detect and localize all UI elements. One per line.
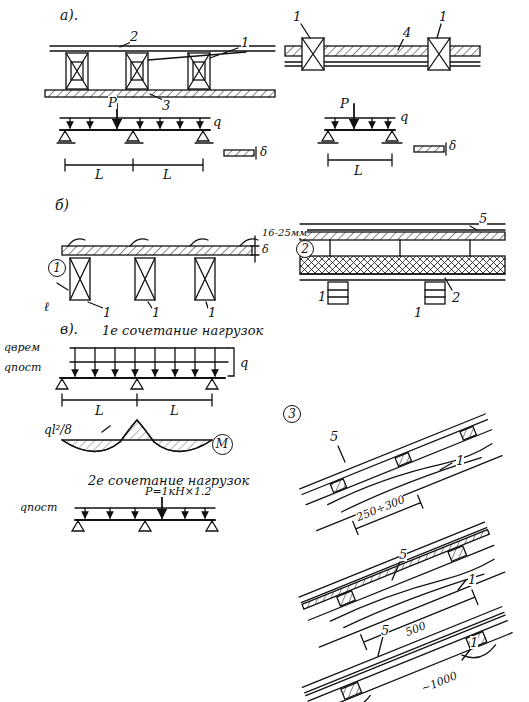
callout-number: 2 xyxy=(301,243,309,255)
drawing-label: L xyxy=(354,164,363,177)
drawing-label: qпост xyxy=(4,362,41,373)
drawing-label: 1 xyxy=(293,10,301,23)
drawing-label: L xyxy=(95,404,104,417)
drawing-label: P xyxy=(108,96,117,109)
drawing-label: 1 xyxy=(414,306,422,319)
drawing-label: а). xyxy=(60,8,78,22)
drawing-label: 1 xyxy=(152,306,160,319)
callout-number: M xyxy=(216,438,228,450)
drawing-label: 5 xyxy=(399,548,407,561)
drawing-label: 2 xyxy=(130,30,138,43)
drawing-label: ql²/8 xyxy=(44,424,72,436)
drawing-label: 1 xyxy=(103,306,111,319)
drawing-label: ℓ xyxy=(44,300,49,313)
drawing-label: 4 xyxy=(403,26,411,39)
circled-callout: 3 xyxy=(283,405,301,423)
drawing-label: 1 xyxy=(468,573,476,586)
drawing-label: δ xyxy=(260,146,267,158)
drawing-label: 5 xyxy=(381,624,389,637)
drawing-label: L xyxy=(170,404,179,417)
drawing-label: qврем xyxy=(4,342,40,353)
drawing-label: в). xyxy=(60,322,78,336)
drawing-label: 2 xyxy=(452,291,460,304)
drawing-label: L xyxy=(163,168,172,181)
drawing-label: 1 xyxy=(241,36,249,49)
drawing-label: q xyxy=(240,356,248,369)
circled-callout: 1 xyxy=(48,259,66,277)
drawing-label: 500 xyxy=(404,620,428,638)
drawing-label: б) xyxy=(55,198,69,212)
drawing-label: 1 xyxy=(456,454,464,467)
drawing-label: q xyxy=(400,110,408,123)
circled-callout: 2 xyxy=(296,240,314,258)
drawing-label: 1 xyxy=(470,636,478,649)
drawing-label: 1 xyxy=(318,290,326,303)
callout-number: 3 xyxy=(288,408,296,420)
drawing-label: 1 xyxy=(208,306,216,319)
drawing-label: P xyxy=(340,97,349,110)
drawing-label: P=1кН×1.2 xyxy=(145,486,212,497)
drawing-label: 1 xyxy=(439,10,447,23)
drawing-label: δ xyxy=(449,140,456,152)
drawing-label: 5 xyxy=(330,430,338,443)
drawing-label: 1е сочетание нагрузок xyxy=(102,324,263,337)
drawing-label: 5 xyxy=(479,212,487,225)
drawing-label: ~1000 xyxy=(420,670,459,694)
callout-number: 1 xyxy=(53,262,61,274)
drawing-label: 3 xyxy=(162,99,170,112)
drawing-label: q xyxy=(213,115,221,128)
drawing-label: δ xyxy=(262,244,269,255)
circled-callout: M xyxy=(212,434,233,455)
drawing-label: 16-25мм xyxy=(262,228,307,238)
drawing-label: L xyxy=(95,168,104,181)
drawing-label: qпост xyxy=(20,502,57,513)
